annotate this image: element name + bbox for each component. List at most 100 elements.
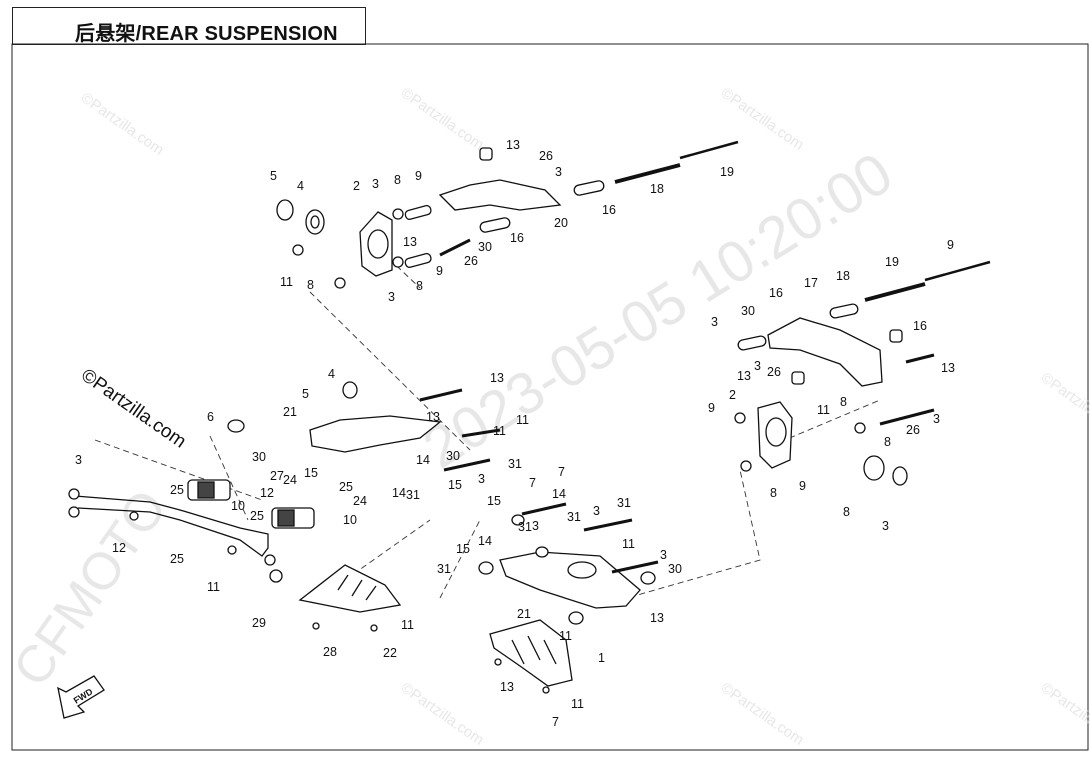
bushing-middle — [342, 381, 358, 399]
callout-label: 2 — [353, 179, 360, 193]
callout-label: 18 — [836, 269, 850, 283]
callout-label: 9 — [415, 169, 422, 183]
callout-label: 8 — [884, 435, 891, 449]
callout-label: 7 — [529, 476, 536, 490]
skid-guard-23-ribs — [511, 635, 557, 665]
nut-right — [734, 412, 746, 424]
circlip-left — [276, 199, 294, 221]
callout-label: 8 — [394, 173, 401, 187]
bushing-left — [392, 256, 404, 268]
callout-label: 31 — [508, 457, 522, 471]
watermark-partzilla: ©Partzilla.com — [1038, 369, 1090, 439]
callout-label: 17 — [804, 276, 818, 290]
screw-7 — [542, 686, 550, 694]
callout-label: 7 — [558, 465, 565, 479]
callout-label: 25 — [170, 552, 184, 566]
callout-label: 8 — [843, 505, 850, 519]
skid-guards — [298, 564, 573, 694]
callout-label: 13 — [500, 680, 514, 694]
callout-label: 11 — [516, 413, 529, 427]
bushing-right — [740, 460, 752, 472]
bushing-lower — [478, 561, 494, 575]
guide-line-right-knuckle — [779, 399, 881, 443]
callout-label: 18 — [650, 182, 664, 196]
diagram-frame — [11, 43, 1089, 751]
bolt-21-middle — [419, 388, 463, 402]
stab-nut — [264, 554, 276, 566]
callout-label: 30 — [478, 240, 492, 254]
upper-arm-middle-body — [309, 415, 442, 453]
callout-label: 16 — [510, 231, 524, 245]
callout-label: 25 — [250, 509, 264, 523]
callout-label: 14 — [552, 487, 566, 501]
guide-line-upper-arm — [381, 251, 421, 289]
nut-left — [292, 244, 304, 256]
callout-label: 19 — [885, 255, 899, 269]
bolt-14-lower — [583, 518, 633, 532]
partzilla-logo: ©Partzilla.com — [77, 365, 190, 453]
callout-label: 6 — [207, 410, 214, 424]
callout-label: 20 — [554, 216, 568, 230]
bolt-14-lower — [521, 502, 567, 516]
callout-label: 11 — [493, 424, 506, 438]
callout-label: 8 — [770, 486, 777, 500]
callout-label: 5 — [270, 169, 277, 183]
shaft-18-right — [864, 282, 926, 302]
callout-label: 13 — [403, 235, 417, 249]
bushing-left — [334, 277, 346, 289]
knuckle-left-hub — [367, 229, 389, 259]
watermark-partzilla: ©Partzilla.com — [398, 84, 487, 154]
lower-arm-body — [499, 551, 641, 609]
callout-label: 9 — [799, 479, 806, 493]
callout-label: 21 — [517, 607, 531, 621]
callout-label: 3 — [933, 412, 940, 426]
assembly-guide-lines — [94, 251, 881, 601]
callout-label: 11 — [622, 537, 635, 551]
watermark-partzilla: ©Partzilla.com — [1038, 679, 1090, 749]
callout-label: 3 — [711, 315, 718, 329]
callout-label: 11 — [817, 403, 830, 417]
skid-guard-22-ribs — [337, 574, 377, 601]
callout-label: 22 — [383, 646, 397, 660]
callout-label: 13 — [426, 410, 440, 424]
guide-line-skid — [344, 519, 431, 581]
bushing-top — [479, 147, 493, 161]
upper-arm-right-body — [767, 317, 883, 387]
callout-label: 24 — [353, 494, 367, 508]
callout-label: 11 — [401, 618, 414, 632]
callout-label: 12 — [260, 486, 274, 500]
callout-label: 19 — [720, 165, 734, 179]
bushing-lower — [640, 571, 656, 585]
callout-label: 14 — [416, 453, 430, 467]
sleeve-right — [829, 303, 859, 319]
callout-label: 30 — [668, 562, 682, 576]
watermark-partzilla: ©Partzilla.com — [78, 89, 167, 159]
upper-arm-middle — [227, 381, 501, 472]
callout-label: 16 — [602, 203, 616, 217]
callout-label: 3 — [388, 290, 395, 304]
callout-label: 3 — [532, 519, 539, 533]
upper-arm-top-body — [438, 179, 562, 211]
bushing-right — [854, 422, 866, 434]
lower-arm-pivot — [567, 561, 597, 579]
callout-label: 14 — [392, 486, 406, 500]
callout-label: 8 — [416, 279, 423, 293]
bushing-lower — [568, 611, 584, 625]
bearing-left-bore — [310, 215, 320, 229]
callout-label: 3 — [555, 165, 562, 179]
callout-label: 8 — [840, 395, 847, 409]
title-box: 后悬架/REAR SUSPENSION — [12, 7, 366, 45]
bushing-lower — [535, 546, 549, 558]
callout-label: 3 — [75, 453, 82, 467]
callout-label: 30 — [446, 449, 460, 463]
callout-label: 27 — [270, 469, 284, 483]
knuckle-right-hub — [765, 417, 787, 447]
shaft-18-top — [614, 163, 681, 184]
rubber-bushing-upper — [197, 481, 215, 499]
screw-7 — [370, 624, 378, 632]
watermark-partzilla: ©Partzilla.com — [398, 679, 487, 749]
forward-arrow: FWD — [57, 675, 105, 719]
callout-label: 30 — [741, 304, 755, 318]
callout-label: 9 — [436, 264, 443, 278]
callout-label: 31 — [567, 510, 581, 524]
